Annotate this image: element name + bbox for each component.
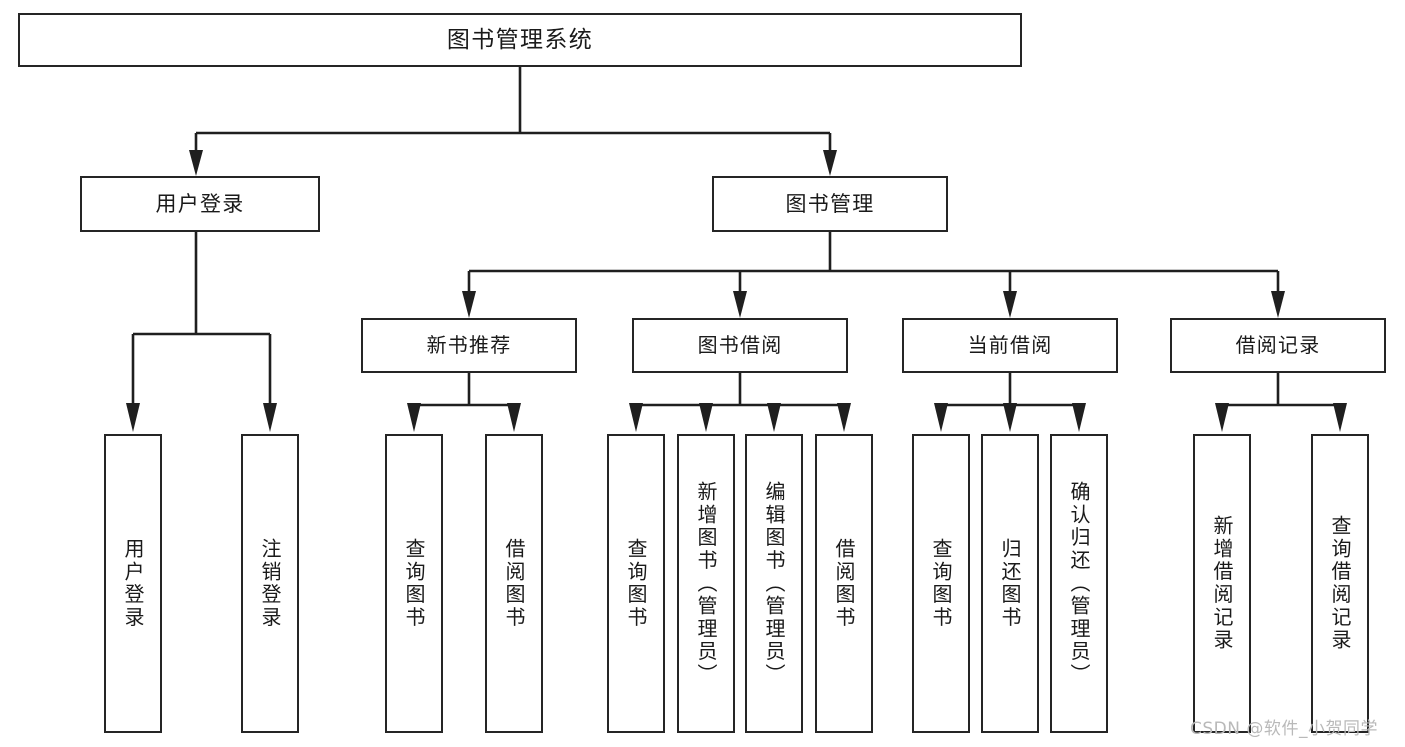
node-leaf-confirm-return[interactable]: 确认归还（管理员） [1050, 434, 1108, 733]
node-leaf-query-book-3[interactable]: 查询图书 [912, 434, 970, 733]
arrowhead-leaf-query-book-1 [407, 403, 421, 432]
node-leaf-edit-book-label: 编辑图书（管理员） [762, 480, 786, 687]
arrowhead-new-book-recommend [462, 291, 476, 318]
arrowhead-leaf-add-book [699, 403, 713, 432]
arrowhead-leaf-add-record [1215, 403, 1229, 432]
arrowhead-leaf-query-book-3 [934, 403, 948, 432]
node-leaf-logout-login-label: 注销登录 [258, 537, 282, 630]
node-leaf-borrow-book-2[interactable]: 借阅图书 [815, 434, 873, 733]
node-leaf-query-book-3-label: 查询图书 [929, 537, 953, 630]
node-book-borrow-label: 图书借阅 [697, 333, 783, 357]
node-leaf-query-book-1[interactable]: 查询图书 [385, 434, 443, 733]
node-leaf-user-login[interactable]: 用户登录 [104, 434, 162, 733]
node-current-borrow[interactable]: 当前借阅 [902, 318, 1118, 373]
node-leaf-query-book-2-label: 查询图书 [624, 537, 648, 630]
node-leaf-logout-login[interactable]: 注销登录 [241, 434, 299, 733]
arrowhead-borrow-record [1271, 291, 1285, 318]
node-book-borrow[interactable]: 图书借阅 [632, 318, 848, 373]
watermark: CSDN @软件_小贺同学 [1190, 719, 1379, 739]
node-leaf-query-book-2[interactable]: 查询图书 [607, 434, 665, 733]
arrowhead-book-borrow [733, 291, 747, 318]
node-leaf-add-book[interactable]: 新增图书（管理员） [677, 434, 735, 733]
arrowhead-leaf-logout-login [263, 403, 277, 432]
node-leaf-borrow-book-1-label: 借阅图书 [502, 537, 526, 630]
node-new-book-recommend-label: 新书推荐 [426, 333, 512, 357]
node-leaf-query-record[interactable]: 查询借阅记录 [1311, 434, 1369, 733]
node-current-borrow-label: 当前借阅 [967, 333, 1053, 357]
node-leaf-user-login-label: 用户登录 [121, 537, 145, 630]
node-leaf-borrow-book-1[interactable]: 借阅图书 [485, 434, 543, 733]
node-leaf-return-book-label: 归还图书 [998, 537, 1022, 630]
node-leaf-borrow-book-2-label: 借阅图书 [832, 537, 856, 630]
node-root-label: 图书管理系统 [446, 26, 594, 53]
node-root[interactable]: 图书管理系统 [18, 13, 1022, 67]
node-leaf-add-record-label: 新增借阅记录 [1210, 515, 1234, 652]
node-leaf-confirm-return-label: 确认归还（管理员） [1067, 480, 1091, 687]
node-new-book-recommend[interactable]: 新书推荐 [361, 318, 577, 373]
arrowhead-leaf-borrow-book-2 [837, 403, 851, 432]
arrowhead-leaf-user-login [126, 403, 140, 432]
node-leaf-edit-book[interactable]: 编辑图书（管理员） [745, 434, 803, 733]
node-borrow-record[interactable]: 借阅记录 [1170, 318, 1386, 373]
arrowhead-current-borrow [1003, 291, 1017, 318]
node-book-manage-label: 图书管理 [785, 191, 875, 216]
node-leaf-add-record[interactable]: 新增借阅记录 [1193, 434, 1251, 733]
arrowhead-leaf-query-book-2 [629, 403, 643, 432]
node-leaf-return-book[interactable]: 归还图书 [981, 434, 1039, 733]
node-leaf-add-book-label: 新增图书（管理员） [694, 480, 718, 687]
arrowhead-book-manage [823, 150, 837, 176]
arrowhead-leaf-query-record [1333, 403, 1347, 432]
arrowhead-leaf-confirm-return [1072, 403, 1086, 432]
node-borrow-record-label: 借阅记录 [1235, 333, 1321, 357]
arrowhead-leaf-return-book [1003, 403, 1017, 432]
node-user-login[interactable]: 用户登录 [80, 176, 320, 232]
arrowhead-leaf-edit-book [767, 403, 781, 432]
node-leaf-query-book-1-label: 查询图书 [402, 537, 426, 630]
node-user-login-label: 用户登录 [155, 191, 245, 216]
arrowhead-user-login [189, 150, 203, 176]
node-book-manage[interactable]: 图书管理 [712, 176, 948, 232]
node-leaf-query-record-label: 查询借阅记录 [1328, 515, 1352, 652]
arrowhead-leaf-borrow-book-1 [507, 403, 521, 432]
